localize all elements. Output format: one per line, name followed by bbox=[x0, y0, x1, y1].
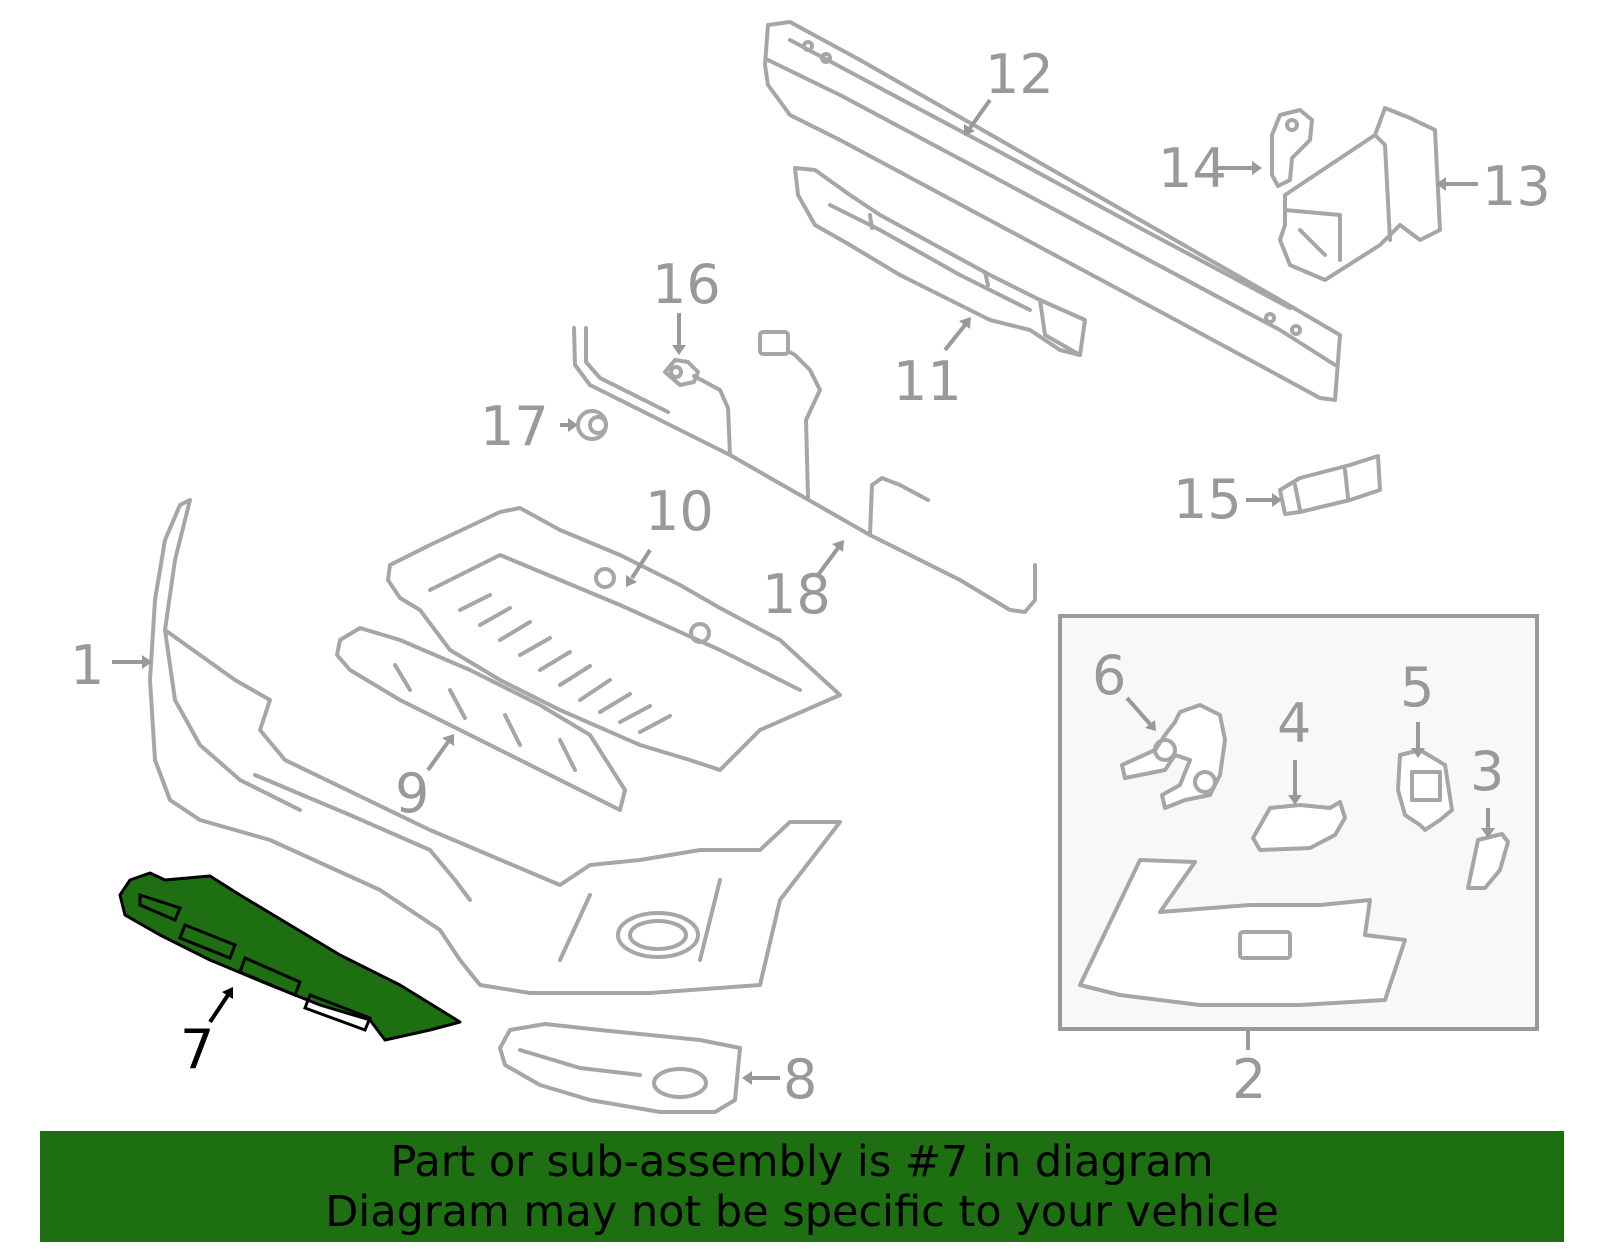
part-18-wiring-harness[interactable] bbox=[572, 326, 1037, 614]
callout-5: 5 bbox=[1400, 656, 1434, 719]
part-11-energy-absorber[interactable] bbox=[793, 166, 1087, 357]
part-16-parking-sensor[interactable] bbox=[663, 358, 732, 457]
callout-4: 4 bbox=[1277, 692, 1311, 755]
part-3-trim-insert bbox=[1466, 832, 1510, 890]
sub-assembly-box bbox=[1058, 614, 1539, 1031]
callout-1: 1 bbox=[70, 634, 104, 697]
callout-2: 2 bbox=[1232, 1048, 1266, 1111]
part-13-mounting-bracket[interactable] bbox=[1278, 106, 1442, 282]
callout-3: 3 bbox=[1470, 740, 1504, 803]
part-14-small-bracket[interactable] bbox=[1270, 108, 1314, 188]
banner-line-2: Diagram may not be specific to your vehi… bbox=[325, 1187, 1279, 1237]
banner-line-1: Part or sub-assembly is #7 in diagram bbox=[390, 1137, 1214, 1187]
part-12-reinforcement-beam[interactable] bbox=[763, 20, 1342, 402]
part-7-lower-grille-highlighted[interactable] bbox=[118, 871, 462, 1042]
part-9-bumper-support[interactable] bbox=[335, 626, 627, 812]
part-8-fog-lamp-grille[interactable] bbox=[498, 1022, 742, 1114]
part-17-grommet[interactable] bbox=[576, 409, 608, 441]
callout-15: 15 bbox=[1173, 468, 1242, 531]
callout-17: 17 bbox=[480, 395, 549, 458]
part-10-splash-shield[interactable] bbox=[386, 506, 842, 772]
callout-14: 14 bbox=[1158, 137, 1227, 200]
callout-10: 10 bbox=[645, 480, 714, 543]
callout-12: 12 bbox=[985, 43, 1054, 106]
callout-labels: 1 2 3 4 5 6 7 8 9 10 11 12 13 14 15 16 1… bbox=[70, 43, 1551, 1111]
callout-16: 16 bbox=[652, 253, 721, 316]
info-banner: Part or sub-assembly is #7 in diagram Di… bbox=[40, 1131, 1564, 1242]
callout-13: 13 bbox=[1482, 155, 1551, 218]
callout-8: 8 bbox=[783, 1048, 817, 1111]
leader-lines bbox=[112, 98, 1495, 1085]
part-4-tow-hook-cover bbox=[1251, 800, 1347, 852]
callout-18: 18 bbox=[762, 563, 831, 626]
callout-11: 11 bbox=[893, 350, 962, 413]
callout-7: 7 bbox=[180, 1018, 214, 1081]
callout-9: 9 bbox=[395, 762, 429, 825]
callout-6: 6 bbox=[1092, 644, 1126, 707]
part-15-guide-bracket[interactable] bbox=[1278, 454, 1382, 516]
part-1-bumper-cover[interactable] bbox=[148, 498, 842, 995]
